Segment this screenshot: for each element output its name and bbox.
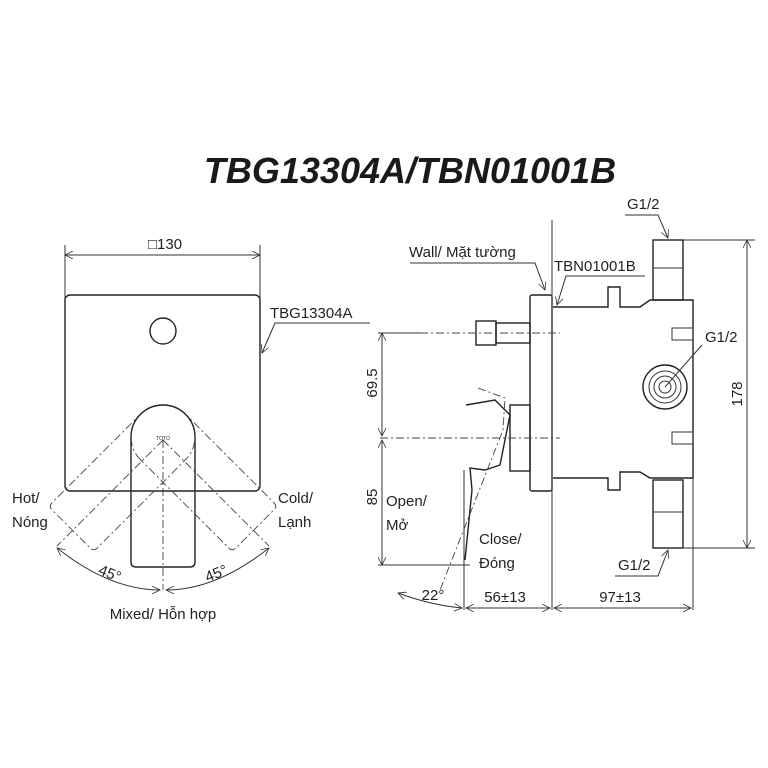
width-dimension: □130	[148, 236, 182, 253]
lever-angle: 22°	[422, 587, 445, 604]
hot-label-vi: Nóng	[12, 514, 48, 531]
cover-plate	[64, 294, 261, 492]
cold-label: Cold/	[278, 490, 314, 507]
hot-label: Hot/	[12, 490, 40, 507]
front-view: □130 TBG13304A TOTO 45° 45° Hot/ Nóng Co…	[12, 236, 370, 623]
side-port	[642, 364, 688, 410]
diverter-knob	[149, 317, 177, 345]
lever-side	[464, 399, 511, 561]
plate-label: TBG13304A	[270, 305, 353, 322]
drawing-title: TBG13304A/TBN01001B	[204, 150, 616, 191]
wall-label: Wall/ Mặt tường	[409, 244, 516, 261]
height-dimension: 178	[729, 381, 746, 406]
logo: TOTO	[156, 436, 170, 442]
open-label: Open/	[386, 493, 428, 510]
close-label: Close/	[479, 531, 522, 548]
front-depth-dimension: 56±13	[484, 589, 526, 606]
valve-body	[553, 286, 694, 491]
open-label-vi: Mở	[386, 517, 408, 534]
bottom-port-label: G1/2	[618, 557, 651, 574]
body-label: TBN01001B	[554, 258, 636, 275]
cold-label-vi: Lạnh	[278, 514, 311, 531]
mixed-label: Mixed/ Hỗn hợp	[110, 606, 217, 623]
angle-right: 45°	[203, 562, 230, 586]
bottom-port-pipe	[652, 479, 684, 549]
top-port-pipe	[652, 239, 684, 301]
angle-left: 45°	[96, 562, 123, 586]
side-view: Wall/ Mặt tường TBN01001B G1/2 G1/2 G1/2…	[364, 196, 755, 610]
lower-dimension: 85	[364, 489, 381, 506]
side-port-label: G1/2	[705, 329, 738, 346]
wall-flange	[529, 294, 553, 492]
upper-dimension: 69.5	[364, 368, 381, 397]
back-depth-dimension: 97±13	[599, 589, 641, 606]
top-port-label: G1/2	[627, 196, 660, 213]
close-label-vi: Đóng	[479, 555, 515, 572]
